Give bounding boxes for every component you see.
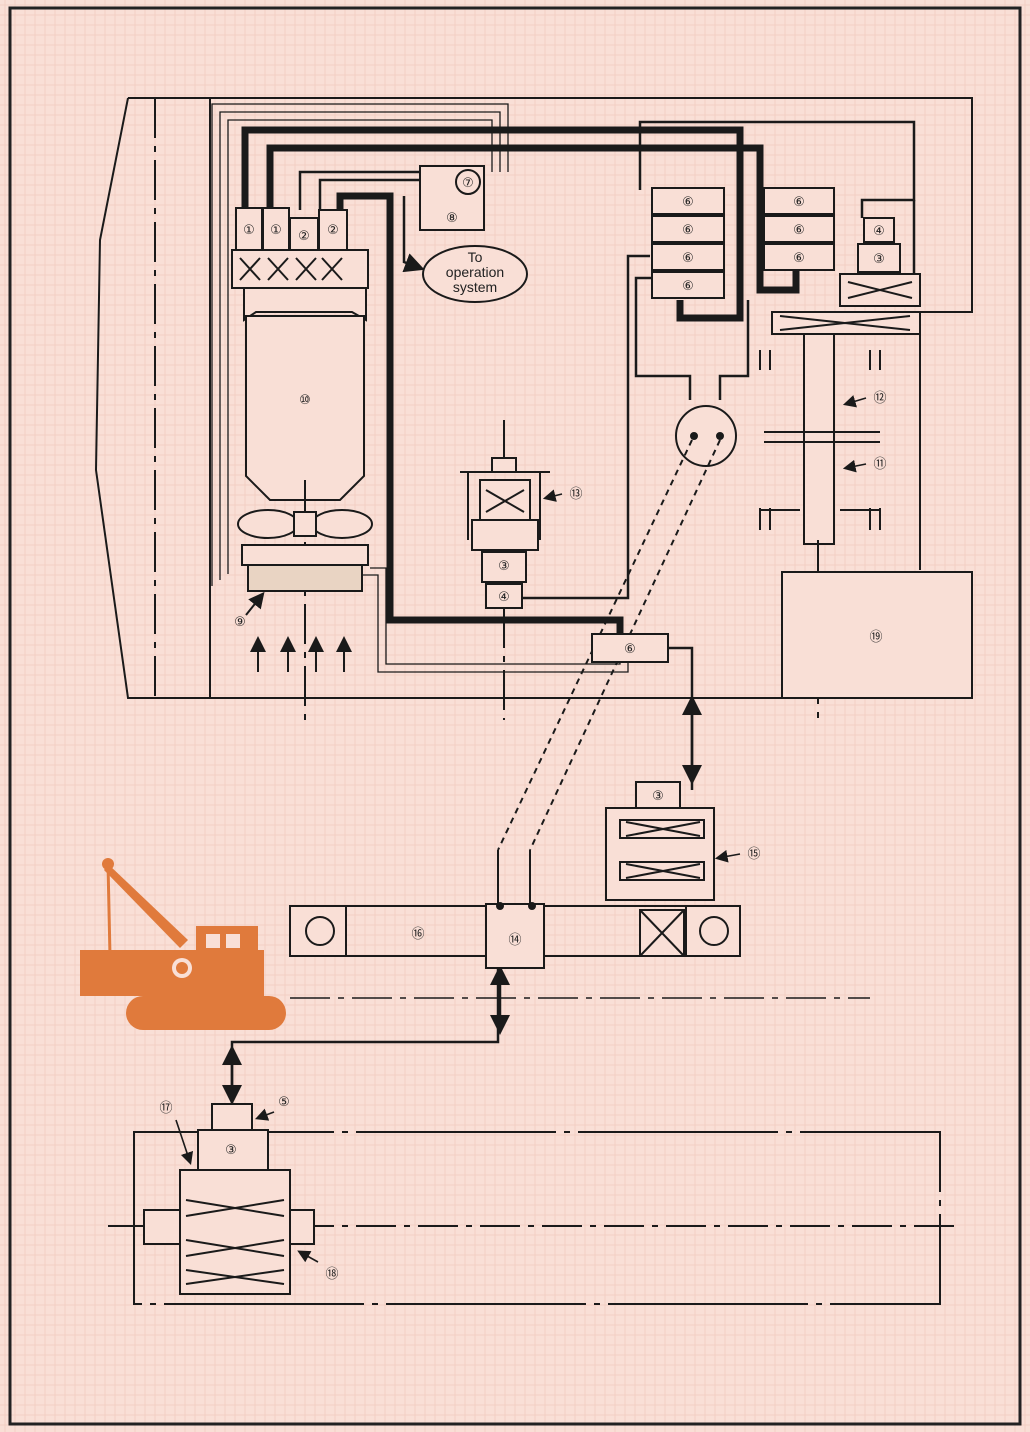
callout-14: ⑭ [508, 933, 521, 948]
callout-5: ⑤ [278, 1095, 290, 1110]
leader-arrows [175, 395, 867, 1263]
callout-12: ⑫ [873, 391, 886, 406]
motor-13 [460, 420, 550, 720]
callout-3d: ③ [225, 1143, 237, 1158]
travel-motor [143, 1103, 315, 1295]
callout-2b: ② [327, 223, 339, 238]
callout-6b: ⑥ [682, 223, 694, 238]
callout-15: ⑮ [747, 847, 760, 862]
callout-16: ⑯ [411, 927, 424, 942]
valve-stack-right [763, 187, 835, 271]
crane-icon [80, 858, 286, 1030]
callout-6d: ⑥ [682, 279, 694, 294]
callout-6e: ⑥ [793, 195, 805, 210]
callout-3a: ③ [873, 252, 885, 267]
callout-9: ⑨ [234, 615, 246, 630]
valve-6-lower [591, 633, 669, 663]
callout-11: ⑪ [873, 457, 886, 472]
winch-drive [759, 217, 921, 720]
callout-6g: ⑥ [793, 251, 805, 266]
airflow-arrows [245, 591, 352, 672]
upper-structure-outline [94, 97, 973, 699]
callout-4a: ④ [873, 224, 885, 239]
to-operation-line2: operation [446, 264, 504, 280]
callout-6f: ⑥ [793, 223, 805, 238]
callout-1a: ① [243, 223, 255, 238]
callout-19: ⑲ [869, 630, 882, 645]
callout-4b: ④ [498, 590, 510, 605]
page-border [8, 6, 1022, 1426]
callout-1b: ① [270, 223, 282, 238]
to-operation-line3: system [453, 279, 497, 295]
callout-6a: ⑥ [682, 195, 694, 210]
callout-6h: ⑥ [624, 642, 636, 657]
callout-13: ⑬ [569, 487, 582, 502]
callout-10: ⑩ [299, 393, 311, 408]
slewing-ring-16 [289, 850, 741, 969]
swing-reducer-15 [605, 781, 715, 957]
callout-2a: ② [298, 229, 310, 244]
callout-8: ⑧ [446, 211, 458, 226]
callout-6c: ⑥ [682, 251, 694, 266]
callout-3b: ③ [498, 559, 510, 574]
pressure-lines [241, 126, 800, 636]
pump-group [231, 207, 369, 289]
to-operation-line1: To [468, 249, 483, 265]
callout-7: ⑦ [462, 176, 474, 191]
engine-10 [237, 287, 373, 720]
box-19 [781, 571, 973, 699]
operation-system-bubble [422, 245, 528, 303]
swivel-upper [675, 405, 737, 467]
callout-3c: ③ [652, 789, 664, 804]
tank-8 [419, 165, 485, 231]
callout-17: ⑰ [159, 1101, 172, 1116]
valve-stack-left [651, 187, 725, 299]
callout-18: ⑱ [325, 1267, 338, 1282]
